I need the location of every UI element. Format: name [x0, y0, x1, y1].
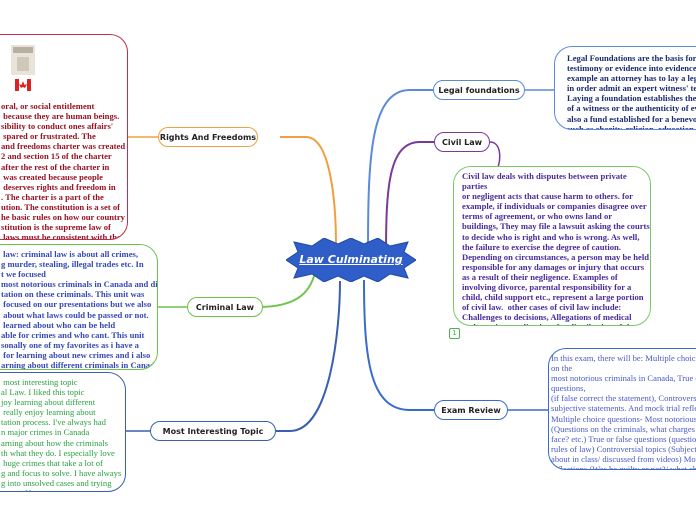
note-icon[interactable]: 1 [449, 328, 460, 339]
connector-foundations [367, 89, 433, 253]
interesting-note-text: most interesting topic al Law. I liked t… [1, 377, 122, 491]
connector-civil [385, 141, 434, 257]
central-topic[interactable]: Law Culminating [286, 238, 416, 282]
exam-note: In this exam, there will be: Multiple ch… [548, 348, 696, 470]
civil-note-text: Civil law deals with disputes between pr… [462, 171, 650, 325]
interesting-note: most interesting topic al Law. I liked t… [0, 372, 126, 492]
foundations-note-text: Legal Foundations are the basis for ad t… [567, 53, 696, 130]
topic-legal-foundations[interactable]: Legal foundations [433, 80, 525, 100]
topic-exam-label: Exam Review [441, 406, 501, 415]
foundations-note: Legal Foundations are the basis for ad t… [554, 46, 696, 130]
criminal-note: law: criminal law is about all crimes, g… [0, 244, 158, 370]
connector-exam [363, 279, 434, 411]
canada-flag-thumbnail-icon [11, 45, 35, 91]
central-burst-shape [286, 238, 416, 282]
topic-interesting-label: Most Interesting Topic [162, 427, 264, 436]
topic-most-interesting[interactable]: Most Interesting Topic [150, 421, 276, 441]
civil-note: Civil law deals with disputes between pr… [453, 166, 651, 326]
topic-criminal-law[interactable]: Criminal Law [187, 297, 263, 317]
rights-note: oral, or social entitlement because they… [0, 34, 128, 240]
topic-foundations-label: Legal foundations [438, 86, 520, 95]
connector-rights [280, 136, 337, 247]
rights-note-text: oral, or social entitlement because they… [1, 101, 126, 240]
criminal-note-text: law: criminal law is about all crimes, g… [1, 249, 158, 370]
central-title: Law Culminating [299, 253, 403, 266]
connector-interesting [276, 280, 341, 432]
topic-civil-law[interactable]: Civil Law [434, 132, 490, 152]
topic-criminal-label: Criminal Law [195, 303, 255, 312]
topic-civil-label: Civil Law [442, 138, 482, 147]
topic-rights-and-freedoms[interactable]: Rights And Freedoms [158, 127, 258, 147]
topic-exam-review[interactable]: Exam Review [434, 400, 508, 420]
topic-rights-label: Rights And Freedoms [159, 133, 257, 142]
exam-note-text: In this exam, there will be: Multiple ch… [551, 353, 696, 470]
